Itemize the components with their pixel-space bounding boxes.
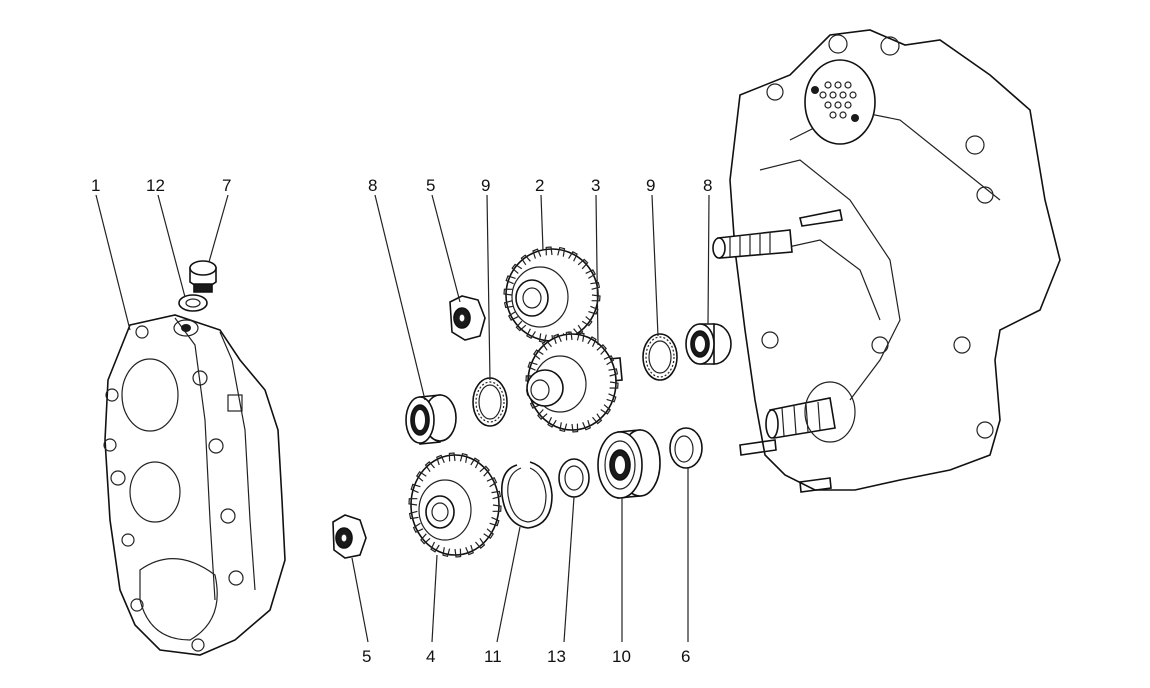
gear-tooth [590, 281, 601, 290]
gear-tooth [571, 423, 579, 433]
part-thrust-bearing-9-left [472, 377, 508, 427]
gear-tooth [503, 288, 513, 296]
gear-tooth [442, 547, 451, 558]
gear-tooth [582, 420, 591, 431]
gear-tooth [503, 300, 514, 309]
gear-tooth [408, 498, 418, 506]
callout-1: 1 [91, 176, 100, 195]
callout-11: 11 [484, 647, 502, 666]
gear-tooth [576, 331, 585, 342]
gear-tooth [448, 452, 456, 462]
gear-tooth [489, 516, 500, 527]
gear-tooth [465, 544, 474, 556]
gear-tooth [483, 528, 494, 540]
gear-tooth [596, 344, 607, 355]
callout-6: 6 [681, 647, 690, 666]
gear-tooth [420, 533, 431, 545]
gear-tooth [520, 254, 531, 266]
callout-13: 13 [547, 647, 566, 666]
part-plug-7 [189, 260, 217, 293]
gear-tooth [547, 417, 557, 428]
part-housing [712, 29, 1061, 493]
gear-tooth [581, 316, 593, 327]
callout-5-upper: 5 [426, 176, 435, 195]
gear-tooth [553, 333, 562, 344]
callout-2: 2 [535, 176, 544, 195]
gear-tooth [526, 328, 536, 339]
gear-tooth [486, 477, 498, 488]
gear-tooth [537, 409, 548, 420]
gear-tooth [410, 483, 421, 494]
gear-tooth [541, 339, 552, 351]
gear-tooth [515, 320, 527, 332]
callout-9-left: 9 [481, 176, 490, 195]
callout-12: 12 [146, 176, 165, 195]
gear-tooth [454, 548, 462, 558]
part-ball-bearing-10 [597, 429, 661, 499]
part-nut-5-upper [449, 295, 486, 341]
part-washer-12 [178, 294, 208, 312]
part-cover [103, 314, 286, 656]
gear-tooth [565, 331, 573, 341]
gear-tooth [532, 248, 542, 259]
gear-tooth [436, 454, 445, 466]
gear-tooth [416, 470, 427, 482]
gear-tooth [585, 269, 596, 279]
gear-tooth [608, 368, 619, 377]
callout-8-left: 8 [368, 176, 377, 195]
gear-tooth [505, 275, 516, 285]
oil-strainer-holes [819, 81, 857, 119]
gear-tooth [609, 381, 619, 389]
gear-tooth [459, 452, 468, 463]
part-seal-6 [669, 427, 703, 469]
gear-tooth [527, 361, 538, 371]
gear-tooth [508, 311, 519, 321]
part-gear-4 [408, 452, 502, 558]
callout-8-right: 8 [703, 176, 712, 195]
callout-5-lower: 5 [362, 647, 371, 666]
gear-tooth [600, 404, 612, 415]
part-thrust-bearing-9-right [642, 333, 678, 381]
callout-10: 10 [612, 647, 631, 666]
gear-tooth [424, 461, 435, 473]
gear-tooth [470, 457, 480, 469]
gear-tooth [532, 349, 544, 360]
gear-tooth [430, 541, 440, 553]
callout-7: 7 [222, 176, 231, 195]
callout-labels: 1 12 7 8 5 9 2 3 9 8 5 4 11 13 10 6 [91, 176, 712, 666]
gear-tooth [511, 263, 523, 274]
gear-tooth [588, 305, 599, 315]
part-ring-13 [558, 458, 590, 498]
gear-tooth [408, 510, 419, 520]
gear-tooth [592, 413, 603, 425]
part-gear-2 [503, 246, 601, 344]
gear-tooth [557, 246, 566, 257]
callout-3: 3 [591, 176, 600, 195]
part-nut-5-lower [332, 514, 367, 559]
callout-9-right: 9 [646, 176, 655, 195]
gear-tooth [538, 333, 547, 344]
gear-tooth [568, 251, 578, 262]
part-bearing-8-right [685, 323, 732, 365]
gear-tooth [606, 393, 617, 403]
part-bearing-8-left [405, 394, 457, 445]
gear-tooth [412, 522, 424, 533]
gear-tooth [591, 294, 601, 302]
leader-lines [95, 194, 710, 643]
gear-tooth [479, 465, 490, 477]
gear-tooth [603, 355, 615, 366]
part-gear-3 [525, 331, 623, 433]
callout-4: 4 [426, 647, 435, 666]
gear-tooth [491, 490, 502, 500]
gear-tooth [577, 258, 589, 270]
gear-tooth [545, 246, 553, 256]
gear-tooth [587, 336, 597, 347]
gear-tooth [475, 537, 486, 549]
part-circlip-11 [500, 461, 553, 529]
gear-tooth [559, 422, 568, 433]
gear-tooth [492, 504, 502, 512]
